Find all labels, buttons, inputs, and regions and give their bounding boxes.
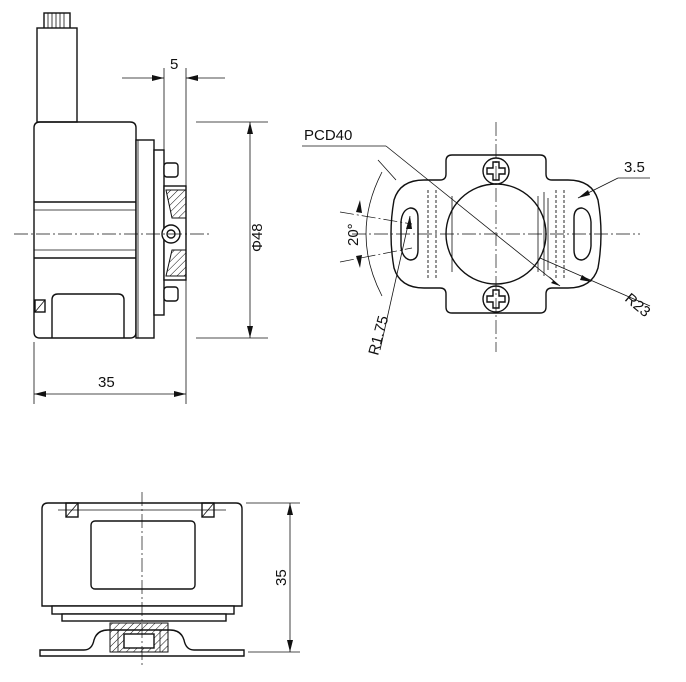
screw-head-bottom bbox=[163, 286, 179, 302]
bottom-window bbox=[90, 520, 196, 590]
cable-tube bbox=[36, 27, 78, 123]
bracket-outline bbox=[390, 154, 602, 314]
dim-diameter: Φ48 bbox=[249, 223, 266, 252]
bottom-body bbox=[41, 502, 243, 607]
dim-side-width: 5 bbox=[170, 56, 178, 73]
dim-bottom-height: 35 bbox=[273, 569, 290, 586]
dim-slot-width: 3.5 bbox=[624, 159, 645, 176]
front-view: PCD40 20° R1.75 3.5 R23 bbox=[302, 122, 653, 357]
dim-slot-radius: R1.75 bbox=[365, 314, 392, 357]
screw-head-top bbox=[163, 162, 179, 178]
dim-bracket-radius: R23 bbox=[621, 290, 653, 321]
side-body bbox=[33, 121, 137, 339]
side-latch bbox=[34, 299, 46, 313]
dim-angle: 20° bbox=[345, 223, 362, 246]
side-view: 5 Φ48 35 bbox=[14, 12, 268, 404]
dim-side-depth: 35 bbox=[98, 374, 115, 391]
bottom-view: 35 bbox=[39, 492, 300, 668]
dim-pcd: PCD40 bbox=[304, 127, 352, 144]
